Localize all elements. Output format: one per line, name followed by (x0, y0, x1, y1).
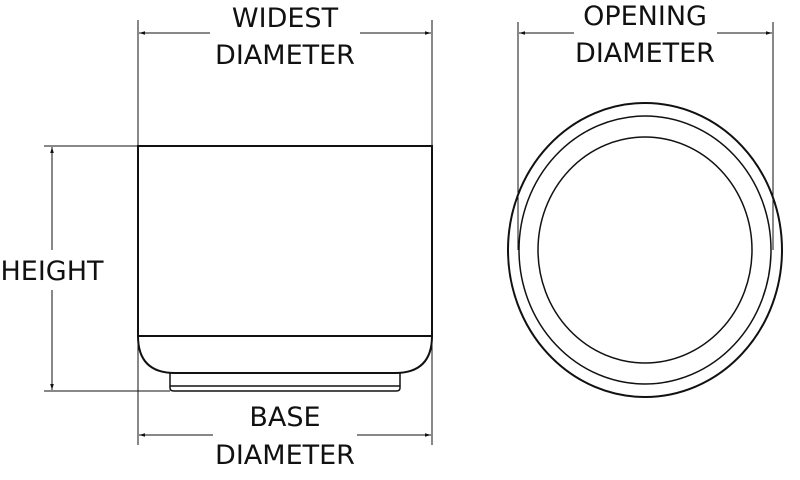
pot-base (169, 373, 401, 392)
pot-top-view (507, 102, 783, 398)
opening-diameter-dimension: OPENING DIAMETER (517, 1, 774, 250)
base-label-line2: DIAMETER (215, 440, 355, 471)
opening-label-line2: DIAMETER (575, 38, 715, 69)
widest-label-line2: DIAMETER (215, 40, 355, 71)
pot-side-view (137, 145, 433, 392)
middle-rim (518, 115, 772, 385)
height-dimension: HEIGHT (0, 145, 170, 392)
base-label-line1: BASE (249, 402, 320, 433)
inner-opening (537, 136, 753, 364)
widest-diameter-dimension: WIDEST DIAMETER (137, 3, 433, 146)
widest-label-line1: WIDEST (232, 3, 339, 34)
outer-rim (507, 102, 783, 398)
pot-body (137, 145, 433, 374)
height-label: HEIGHT (0, 256, 104, 287)
base-diameter-dimension: BASE DIAMETER (137, 336, 433, 471)
opening-label-line1: OPENING (583, 1, 707, 32)
